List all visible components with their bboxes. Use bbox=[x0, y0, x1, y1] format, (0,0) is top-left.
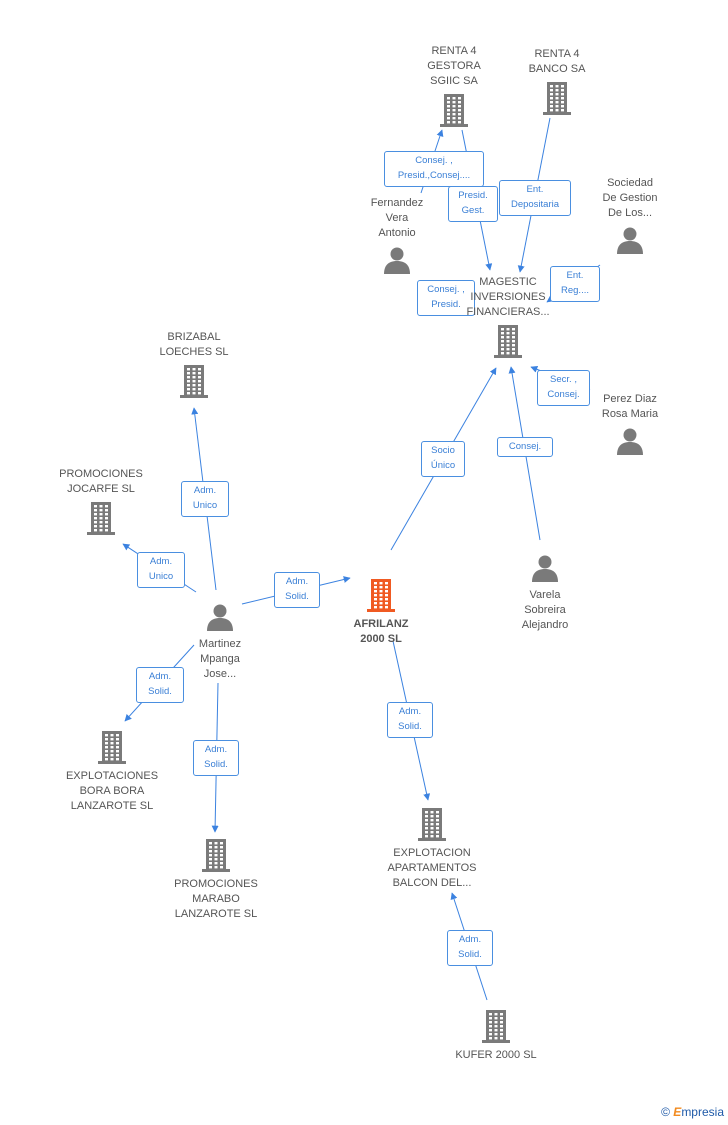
edge-label-afrilanz-to-magestic[interactable]: Socio Único bbox=[421, 441, 465, 477]
building-icon bbox=[86, 501, 116, 540]
node-label: Varela Sobreira Alejandro bbox=[521, 589, 569, 631]
node-label: EXPLOTACION APARTAMENTOS BALCON DEL... bbox=[387, 847, 477, 889]
node-renta4gestora[interactable]: RENTA 4 GESTORA SGIIC SA bbox=[389, 44, 519, 132]
building-icon bbox=[179, 364, 209, 403]
building-icon bbox=[97, 730, 127, 769]
node-label: Sociedad De Gestion De Los... bbox=[602, 177, 658, 219]
edge-label-martinez-to-afrilanz[interactable]: Adm. Solid. bbox=[274, 572, 320, 608]
node-jocarfe[interactable]: PROMOCIONES JOCARFE SL bbox=[36, 467, 166, 540]
node-label: Fernandez Vera Antonio bbox=[370, 197, 424, 239]
node-label: RENTA 4 BANCO SA bbox=[528, 48, 586, 75]
edge-label-martinez-to-marabo[interactable]: Adm. Solid. bbox=[193, 740, 239, 776]
node-varela[interactable]: Varela Sobreira Alejandro bbox=[480, 553, 610, 633]
node-perez[interactable]: Perez Diaz Rosa Maria bbox=[565, 392, 695, 461]
credit: © Empresia bbox=[661, 1105, 724, 1119]
node-balcon[interactable]: EXPLOTACION APARTAMENTOS BALCON DEL... bbox=[367, 807, 497, 891]
node-label: EXPLOTACIONES BORA BORA LANZAROTE SL bbox=[65, 770, 159, 812]
edge-label-fernandez-to-renta4gestora[interactable]: Consej. , Presid.,Consej.... bbox=[384, 151, 484, 187]
brand-initial: E bbox=[673, 1105, 682, 1119]
node-kufer[interactable]: KUFER 2000 SL bbox=[431, 1009, 561, 1063]
edge-label-martinez-to-brizabal[interactable]: Adm. Unico bbox=[181, 481, 229, 517]
building-icon bbox=[201, 838, 231, 877]
edge-label-afrilanz-to-balcon[interactable]: Adm. Solid. bbox=[387, 702, 433, 738]
node-label: PROMOCIONES MARABO LANZAROTE SL bbox=[174, 878, 258, 920]
copyright-symbol: © bbox=[661, 1105, 670, 1119]
edge-label-martinez-to-borabora[interactable]: Adm. Solid. bbox=[136, 667, 184, 703]
node-fernandez[interactable]: Fernandez Vera Antonio bbox=[332, 196, 462, 280]
node-label: RENTA 4 GESTORA SGIIC SA bbox=[427, 45, 481, 87]
edge-label-sociedad-to-magestic[interactable]: Ent. Reg.... bbox=[550, 266, 600, 302]
person-icon bbox=[615, 225, 645, 260]
node-label: PROMOCIONES JOCARFE SL bbox=[59, 468, 143, 495]
node-label: AFRILANZ 2000 SL bbox=[353, 618, 409, 645]
node-label: Martinez Mpanga Jose... bbox=[198, 638, 242, 680]
node-renta4banco[interactable]: RENTA 4 BANCO SA bbox=[492, 47, 622, 120]
edge-label-martinez-to-jocarfe[interactable]: Adm. Unico bbox=[137, 552, 185, 588]
building-icon bbox=[542, 81, 572, 120]
node-afrilanz[interactable]: AFRILANZ 2000 SL bbox=[316, 578, 446, 647]
node-brizabal[interactable]: BRIZABAL LOECHES SL bbox=[129, 330, 259, 403]
node-martinez[interactable]: Martinez Mpanga Jose... bbox=[155, 602, 285, 682]
building-icon bbox=[493, 324, 523, 363]
node-label: MAGESTIC INVERSIONES FINANCIERAS... bbox=[466, 276, 550, 318]
building-icon bbox=[439, 93, 469, 132]
building-icon bbox=[481, 1009, 511, 1048]
edge-label-perez-to-magestic[interactable]: Secr. , Consej. bbox=[537, 370, 590, 406]
node-borabora[interactable]: EXPLOTACIONES BORA BORA LANZAROTE SL bbox=[47, 730, 177, 814]
edge-label-renta4gestora-to-magestic[interactable]: Presid. Gest. bbox=[448, 186, 498, 222]
person-icon bbox=[615, 426, 645, 461]
node-label: BRIZABAL LOECHES SL bbox=[159, 331, 229, 358]
edge-label-renta4banco-to-magestic[interactable]: Ent. Depositaria bbox=[499, 180, 571, 216]
node-sociedad[interactable]: Sociedad De Gestion De Los... bbox=[565, 176, 695, 260]
node-label: Perez Diaz Rosa Maria bbox=[601, 393, 659, 420]
building-icon bbox=[417, 807, 447, 846]
node-label: KUFER 2000 SL bbox=[455, 1049, 537, 1061]
edge-label-kufer-to-balcon[interactable]: Adm. Solid. bbox=[447, 930, 493, 966]
person-icon bbox=[530, 553, 560, 588]
building-icon bbox=[366, 578, 396, 617]
node-marabo[interactable]: PROMOCIONES MARABO LANZAROTE SL bbox=[151, 838, 281, 922]
person-icon bbox=[205, 602, 235, 637]
edge-label-varela-to-magestic[interactable]: Consej. bbox=[497, 437, 553, 457]
node-magestic[interactable]: MAGESTIC INVERSIONES FINANCIERAS... bbox=[443, 275, 573, 363]
edge-label-fernandez-to-magestic[interactable]: Consej. , Presid. bbox=[417, 280, 475, 316]
brand-name: mpresia bbox=[681, 1105, 724, 1119]
person-icon bbox=[382, 245, 412, 280]
